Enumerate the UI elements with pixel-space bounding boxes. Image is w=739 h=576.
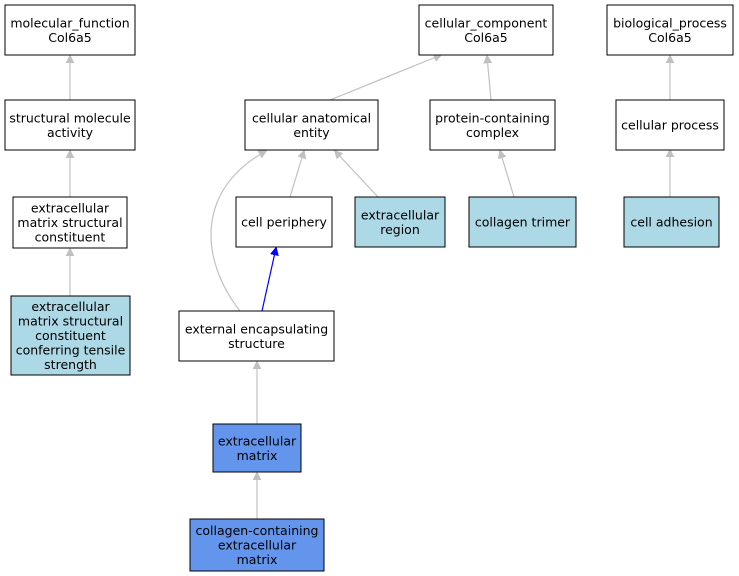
node-label-line: molecular_function <box>10 15 129 30</box>
node-label-line: extracellular <box>218 538 297 553</box>
edge-cell-periphery-to-cellular-anatomical-entity <box>289 151 304 198</box>
edge-protein-containing-complex-to-cellular-component <box>487 56 491 101</box>
node-label-line: extracellular <box>218 433 297 448</box>
node-label-line: complex <box>466 125 519 140</box>
node-label-line: Col6a5 <box>464 30 507 45</box>
node-collagen-trimer: collagen trimer <box>468 196 577 248</box>
node-label-line: matrix <box>237 552 278 567</box>
node-box <box>4 99 136 151</box>
edges <box>70 55 670 519</box>
node-label-line: cellular anatomical <box>252 110 371 125</box>
edge-cellular-anatomical-entity-to-cellular-component <box>329 55 441 101</box>
node-box <box>244 99 379 151</box>
node-label-line: Col6a5 <box>48 30 91 45</box>
node-label-line: extracellular <box>361 207 440 222</box>
node-label-line: biological_process <box>613 15 727 30</box>
node-label-line: protein-containing <box>435 110 550 125</box>
node-cellular-process: cellular process <box>615 99 725 151</box>
node-label-line: entity <box>293 125 330 140</box>
node-box <box>10 295 131 376</box>
node-label-line: Col6a5 <box>648 30 691 45</box>
node-label-line: external encapsulating <box>185 321 328 336</box>
node-cell-periphery: cell periphery <box>235 196 333 248</box>
node-label-line: region <box>380 222 420 237</box>
node-label-line: matrix structural <box>18 314 123 329</box>
edge-external-encapsulating-structure-to-cellular-anatomical-entity <box>210 151 266 312</box>
node-label-line: collagen-containing <box>196 523 319 538</box>
node-box <box>418 4 554 56</box>
node-box <box>615 99 725 151</box>
node-label-line: structure <box>228 336 285 351</box>
node-label-line: strength <box>44 357 97 372</box>
edge-collagen-trimer-to-protein-containing-complex <box>500 151 515 198</box>
node-label-line: matrix <box>237 448 278 463</box>
node-box <box>12 196 128 249</box>
node-label-line: conferring tensile <box>16 343 126 358</box>
nodes: molecular_functionCol6a5cellular_compone… <box>4 4 734 572</box>
node-box <box>178 310 335 362</box>
edge-external-encapsulating-structure-to-cell-periphery <box>261 248 276 312</box>
node-box <box>4 4 136 56</box>
node-label-line: cellular process <box>621 118 719 133</box>
node-label-line: extracellular <box>31 299 110 314</box>
node-label-line: structural molecule <box>9 110 131 125</box>
node-cell-adhesion: cell adhesion <box>623 196 720 248</box>
node-box <box>429 99 556 151</box>
node-label-line: matrix structural <box>17 215 122 230</box>
node-label-line: collagen trimer <box>475 215 571 230</box>
node-box <box>623 196 720 248</box>
node-box <box>189 518 325 572</box>
node-label-line: constituent <box>35 230 106 245</box>
node-label-line: activity <box>47 125 94 140</box>
node-label-line: extracellular <box>31 201 110 216</box>
node-label-line: cell adhesion <box>630 215 712 230</box>
edge-extracellular-region-to-cellular-anatomical-entity <box>335 151 379 198</box>
node-box <box>235 196 333 248</box>
node-box <box>606 4 734 56</box>
node-box <box>212 423 302 473</box>
node-box <box>468 196 577 248</box>
node-label-line: cell periphery <box>241 215 327 230</box>
node-box <box>354 196 446 248</box>
node-label-line: cellular_component <box>425 15 548 30</box>
node-label-line: constituent <box>35 328 106 343</box>
